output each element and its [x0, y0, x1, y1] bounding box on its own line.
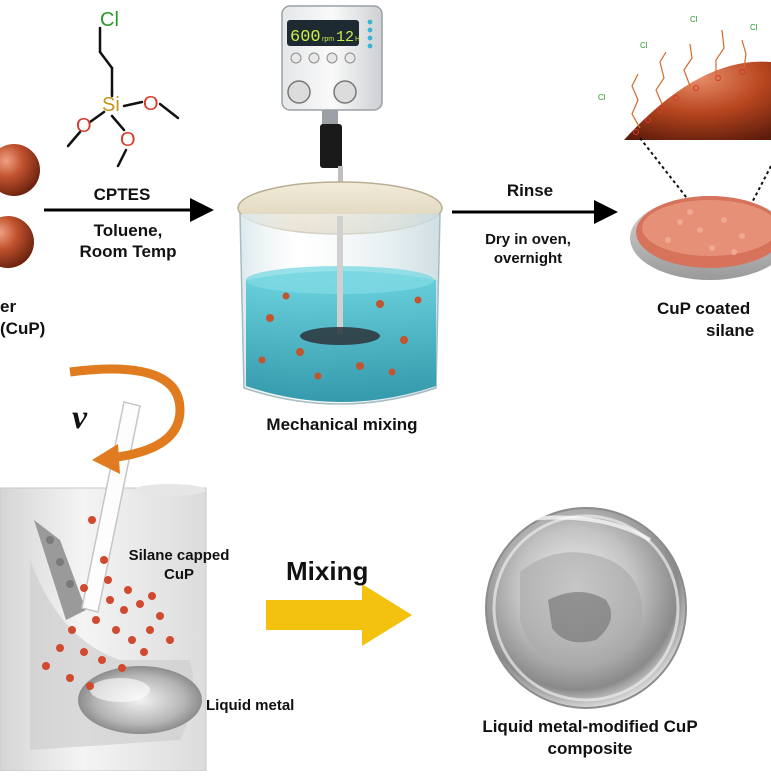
svg-text:Cl: Cl	[690, 15, 698, 24]
dry-line2: overnight	[493, 250, 563, 267]
beaker	[237, 181, 443, 405]
coated-particle-dome: Cl Cl Cl Cl	[598, 15, 771, 140]
chlorine-atom: Cl	[100, 9, 119, 31]
display-speed-unit: rpm	[322, 36, 334, 43]
mechanical-mixing-label: Mechanical mixing	[266, 415, 418, 434]
dry-line1: Dry in oven,	[485, 231, 571, 248]
coated-label-line1: CuP coated	[657, 299, 751, 318]
reagent-label: CPTES	[93, 185, 151, 204]
cup-powder-label-line2: (CuP)	[0, 319, 46, 338]
silicon-atom: Si	[102, 94, 120, 116]
cup-sphere-bottom	[0, 216, 34, 268]
cptes-structure	[66, 26, 180, 168]
cup-powder-label-line1: er	[0, 297, 17, 316]
oxygen-atom-bottom: O	[120, 129, 136, 151]
display-time-unit: H	[355, 36, 360, 43]
display-speed: 600	[290, 28, 321, 47]
cup-sphere-top	[0, 144, 40, 196]
arrow-rinse	[452, 200, 618, 224]
conditions-line1: Toluene,	[93, 221, 163, 240]
display-time: 12	[336, 29, 354, 46]
arrow-cptes	[44, 198, 214, 222]
composite-label-line1: Liquid metal-modified CuP	[482, 717, 698, 736]
oxygen-atom-left: O	[76, 115, 92, 137]
svg-text:Cl: Cl	[598, 93, 606, 102]
rotation-arrow	[69, 364, 185, 474]
svg-text:Cl: Cl	[750, 23, 758, 32]
composite-disc	[485, 507, 687, 709]
velocity-symbol: v	[72, 399, 88, 436]
arrow-mixing	[266, 584, 412, 646]
composite-label-line2: composite	[547, 739, 633, 758]
cup-liquid-metal	[0, 401, 207, 772]
petri-dish	[630, 196, 771, 280]
rinse-label: Rinse	[506, 181, 554, 200]
silane-capped-line2: CuP	[164, 566, 194, 583]
coated-label-line2: silane	[706, 321, 755, 340]
liquid-metal-label: Liquid metal	[206, 697, 295, 714]
silane-capped-line1: Silane capped	[128, 547, 230, 564]
conditions-line2: Room Temp	[79, 242, 177, 261]
oxygen-atom-right: O	[143, 93, 159, 115]
svg-text:Cl: Cl	[640, 41, 648, 50]
mixing-label: Mixing	[286, 556, 369, 586]
